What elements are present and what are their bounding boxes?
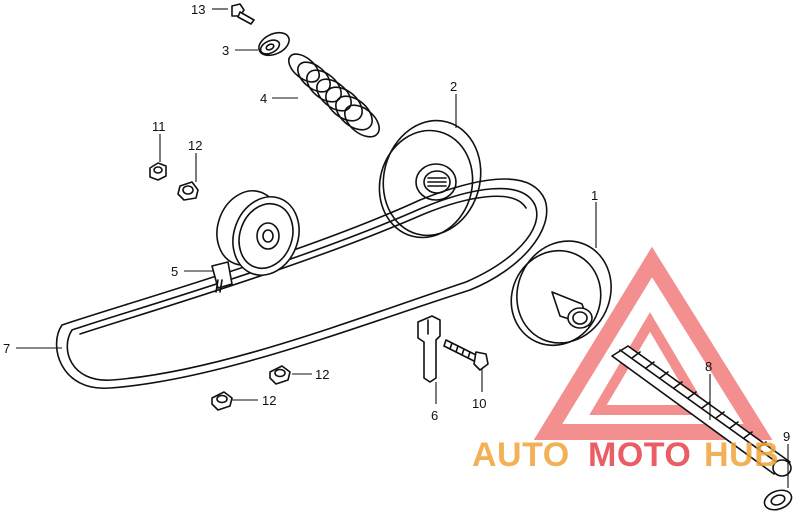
watermark-hub: HUB [704,436,779,474]
spring-4 [287,53,380,138]
tensioner-pulley-5 [211,190,300,293]
washer-3 [258,31,290,57]
watermark-text: AUTO MOTO HUB [472,436,779,474]
callout-4: 4 [260,91,267,106]
callout-2: 2 [450,79,457,94]
leader-lines [16,8,789,488]
collar-nut-12c [211,391,233,411]
callout-3: 3 [222,43,229,58]
bolt-10 [443,339,489,371]
shaft-8 [611,345,792,477]
watermark-triangle [533,246,773,440]
watermark-moto: MOTO [588,436,691,474]
callout-11: 11 [152,119,166,134]
callout-9: 9 [783,429,790,444]
callout-13: 13 [191,2,205,17]
callout-10: 10 [472,396,486,411]
washer-9 [763,489,793,511]
collar-nut-12a [177,181,199,201]
bolt-13 [231,3,255,25]
nut-11 [149,162,167,181]
callout-5: 5 [171,264,178,279]
callout-numbers: 13 3 4 2 11 12 5 7 1 12 12 6 10 8 9 [3,2,790,444]
bracket-6 [417,315,441,383]
callout-12a: 12 [188,138,202,153]
watermark-auto: AUTO [472,436,570,474]
callout-6: 6 [431,408,438,423]
pulley-face-1 [510,240,612,347]
callout-8: 8 [705,359,712,374]
collar-nut-12b [269,365,291,385]
callout-12c: 12 [262,393,276,408]
pulley-face-2 [378,119,482,239]
callout-1: 1 [591,188,598,203]
callout-7: 7 [3,341,10,356]
callout-12b: 12 [315,367,329,382]
